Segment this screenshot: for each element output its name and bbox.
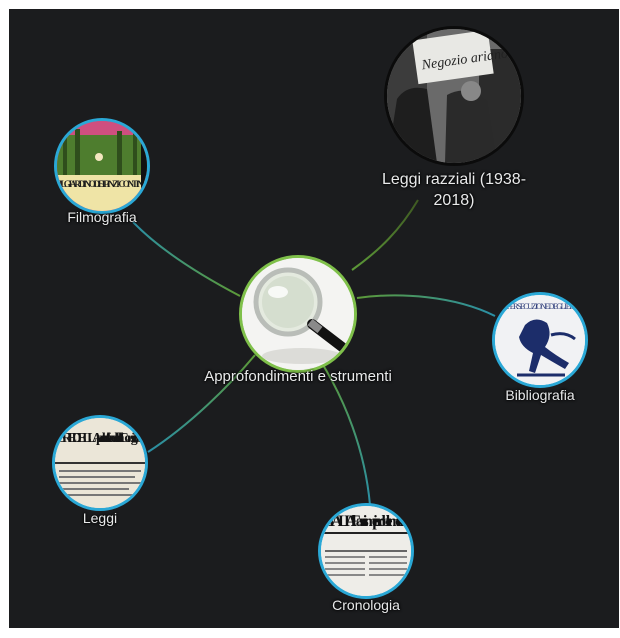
node-cronologia-label[interactable]: Cronologia — [332, 597, 400, 613]
node-leggi-label[interactable]: Leggi — [82, 510, 118, 526]
link-leggi — [147, 354, 256, 453]
magnifying-glass-icon — [242, 258, 354, 370]
node-filmografia-label[interactable]: Filmografia — [67, 209, 137, 225]
node-leggi[interactable]: ERE DELLA per la difesa del dal Consigli… — [52, 415, 148, 511]
book-title-text: LA PERSECUZIONE DEGLI EBREI — [499, 302, 583, 311]
node-bibliografia-label[interactable]: Bibliografia — [505, 387, 575, 403]
center-node-label[interactable]: Approfondimenti e strumenti — [204, 368, 392, 385]
book-cover-icon: LA PERSECUZIONE DEGLI EBREI — [495, 295, 585, 385]
newspaper-front-page-icon: ITALIA Il Fascism e i problemi della — [321, 506, 411, 596]
front-page-headline: ITALIA Il Fascism e i problemi della — [325, 513, 409, 530]
node-cronologia[interactable]: ITALIA Il Fascism e i problemi della — [318, 503, 414, 599]
archive-photo-icon: Negozio ariano — [387, 29, 521, 163]
node-leggi-razziali[interactable]: Negozio ariano — [384, 26, 524, 166]
center-node[interactable] — [239, 255, 357, 373]
link-bibliografia — [356, 294, 496, 317]
film-title-text: IL GIARDINO DEI FINZI-CONTINI — [59, 179, 145, 189]
node-leggi-razziali-label[interactable]: Leggi razziali (1938-2018) — [381, 171, 527, 209]
node-filmografia[interactable]: IL GIARDINO DEI FINZI-CONTINI — [54, 118, 150, 214]
link-cronologia — [319, 359, 371, 506]
clipping-headline: ERE DELLA per la difesa del dal Consigli… — [57, 431, 144, 446]
link-filmografia — [132, 221, 241, 297]
newspaper-clipping-icon: ERE DELLA per la difesa del dal Consigli… — [55, 418, 145, 508]
link-leggi-razziali — [351, 199, 419, 271]
film-poster-icon: IL GIARDINO DEI FINZI-CONTINI — [57, 121, 147, 211]
node-bibliografia[interactable]: LA PERSECUZIONE DEGLI EBREI — [492, 292, 588, 388]
